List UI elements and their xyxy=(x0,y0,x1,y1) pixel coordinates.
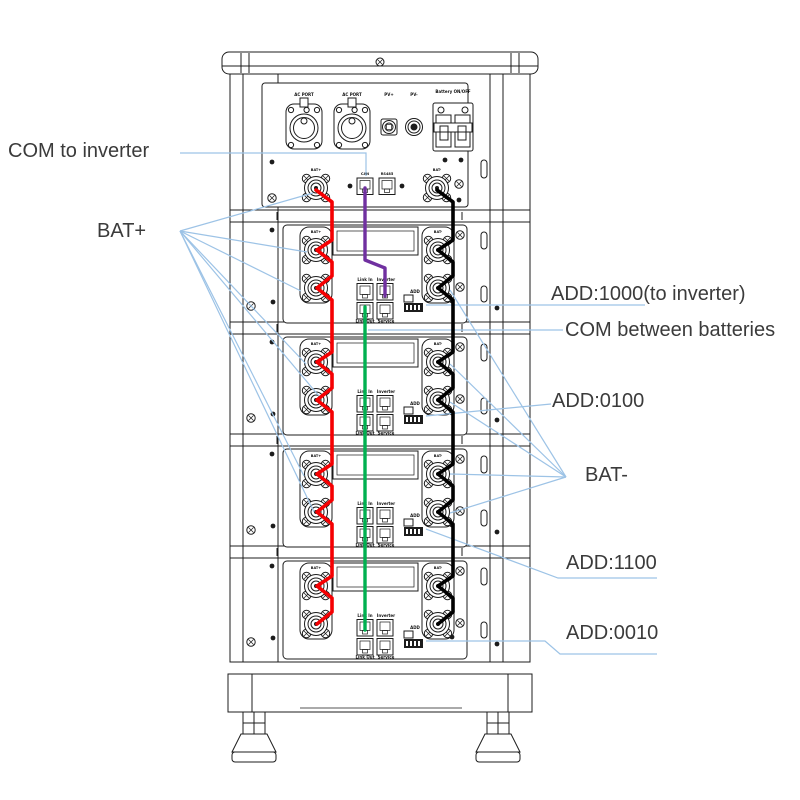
annotation-bat-plus: BAT+ xyxy=(97,220,147,242)
add-0010-leader xyxy=(426,640,657,655)
bat-plus-cable xyxy=(314,188,334,626)
bat-plus-leader-fan xyxy=(179,192,320,513)
rs485-port xyxy=(378,177,396,195)
com-to-inverter-cable xyxy=(363,186,387,298)
panel-dot-screw xyxy=(456,197,462,203)
add-0100-leader xyxy=(425,403,552,417)
bat-plus-terminal-label: BAT+ xyxy=(311,168,321,172)
top-power-unit: AC PORT AC PORT PV+ PV- Battery ON/OFF xyxy=(261,82,488,208)
annotation-add-0100: ADD:0100 xyxy=(552,390,645,412)
stack-separators xyxy=(230,209,530,559)
battery-breaker xyxy=(432,102,474,152)
panel-dot-screw xyxy=(399,183,405,189)
annotation-add-1000: ADD:1000(to inverter) xyxy=(551,283,746,305)
pv-plus-label: PV+ xyxy=(384,92,393,97)
panel-washer-screw xyxy=(454,179,464,189)
ac-connector-right xyxy=(333,97,371,150)
annotation-com-between-batteries: COM between batteries xyxy=(565,319,776,341)
add-1100-leader xyxy=(425,528,657,579)
battery-switch-label: Battery ON/OFF xyxy=(435,89,471,94)
bat-minus-leader-fan xyxy=(449,289,567,514)
annotation-com-to-inverter: COM to inverter xyxy=(8,140,150,162)
bat-minus-cable xyxy=(435,188,455,626)
rs485-port-label: RS485 xyxy=(381,172,394,176)
annotation-bat-minus: BAT- xyxy=(585,464,628,486)
panel-dot-screw xyxy=(442,157,448,163)
ac-connector-left xyxy=(285,97,323,150)
ac-port-left-label: AC PORT xyxy=(294,92,314,97)
rail-dot-screw xyxy=(269,159,275,165)
battery-module-4 xyxy=(247,561,500,660)
bat-minus-terminal-label: BAT- xyxy=(433,168,442,172)
battery-module-2 xyxy=(247,337,500,436)
pv-minus-connector xyxy=(405,118,423,136)
rail-slot xyxy=(480,159,488,179)
rail-washer-screw xyxy=(267,193,277,203)
annotation-add-0010: ADD:0010 xyxy=(566,622,659,644)
right-foot xyxy=(475,711,521,763)
com-to-inverter-leader xyxy=(180,152,367,176)
left-foot xyxy=(231,711,277,763)
base-plinth xyxy=(227,661,533,713)
panel-dot-screw xyxy=(347,183,353,189)
cap-screw xyxy=(375,57,385,67)
battery-module-3 xyxy=(247,449,500,548)
ac-port-right-label: AC PORT xyxy=(342,92,362,97)
leader-lines xyxy=(179,152,657,655)
pv-minus-label: PV- xyxy=(410,92,418,97)
can-port-label: CAN xyxy=(361,172,369,176)
annotation-add-1100: ADD:1100 xyxy=(566,552,657,574)
panel-dot-screw xyxy=(458,157,464,163)
pv-plus-connector xyxy=(380,118,398,136)
